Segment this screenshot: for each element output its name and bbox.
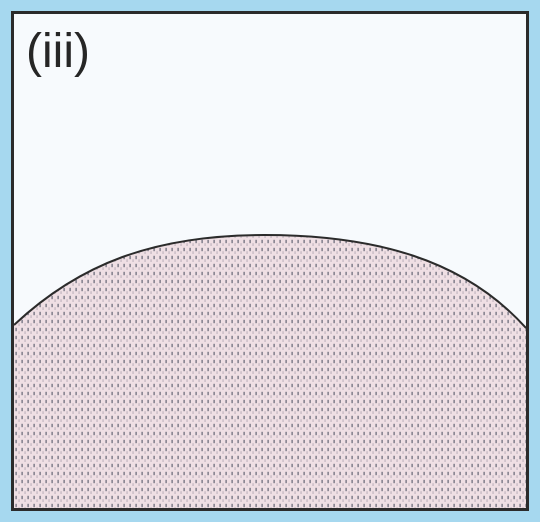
droplet-diagram — [14, 14, 526, 508]
droplet-texture-overlay — [14, 235, 526, 508]
diagram-panel: (iii) — [11, 11, 529, 511]
panel-label: (iii) — [26, 28, 90, 76]
